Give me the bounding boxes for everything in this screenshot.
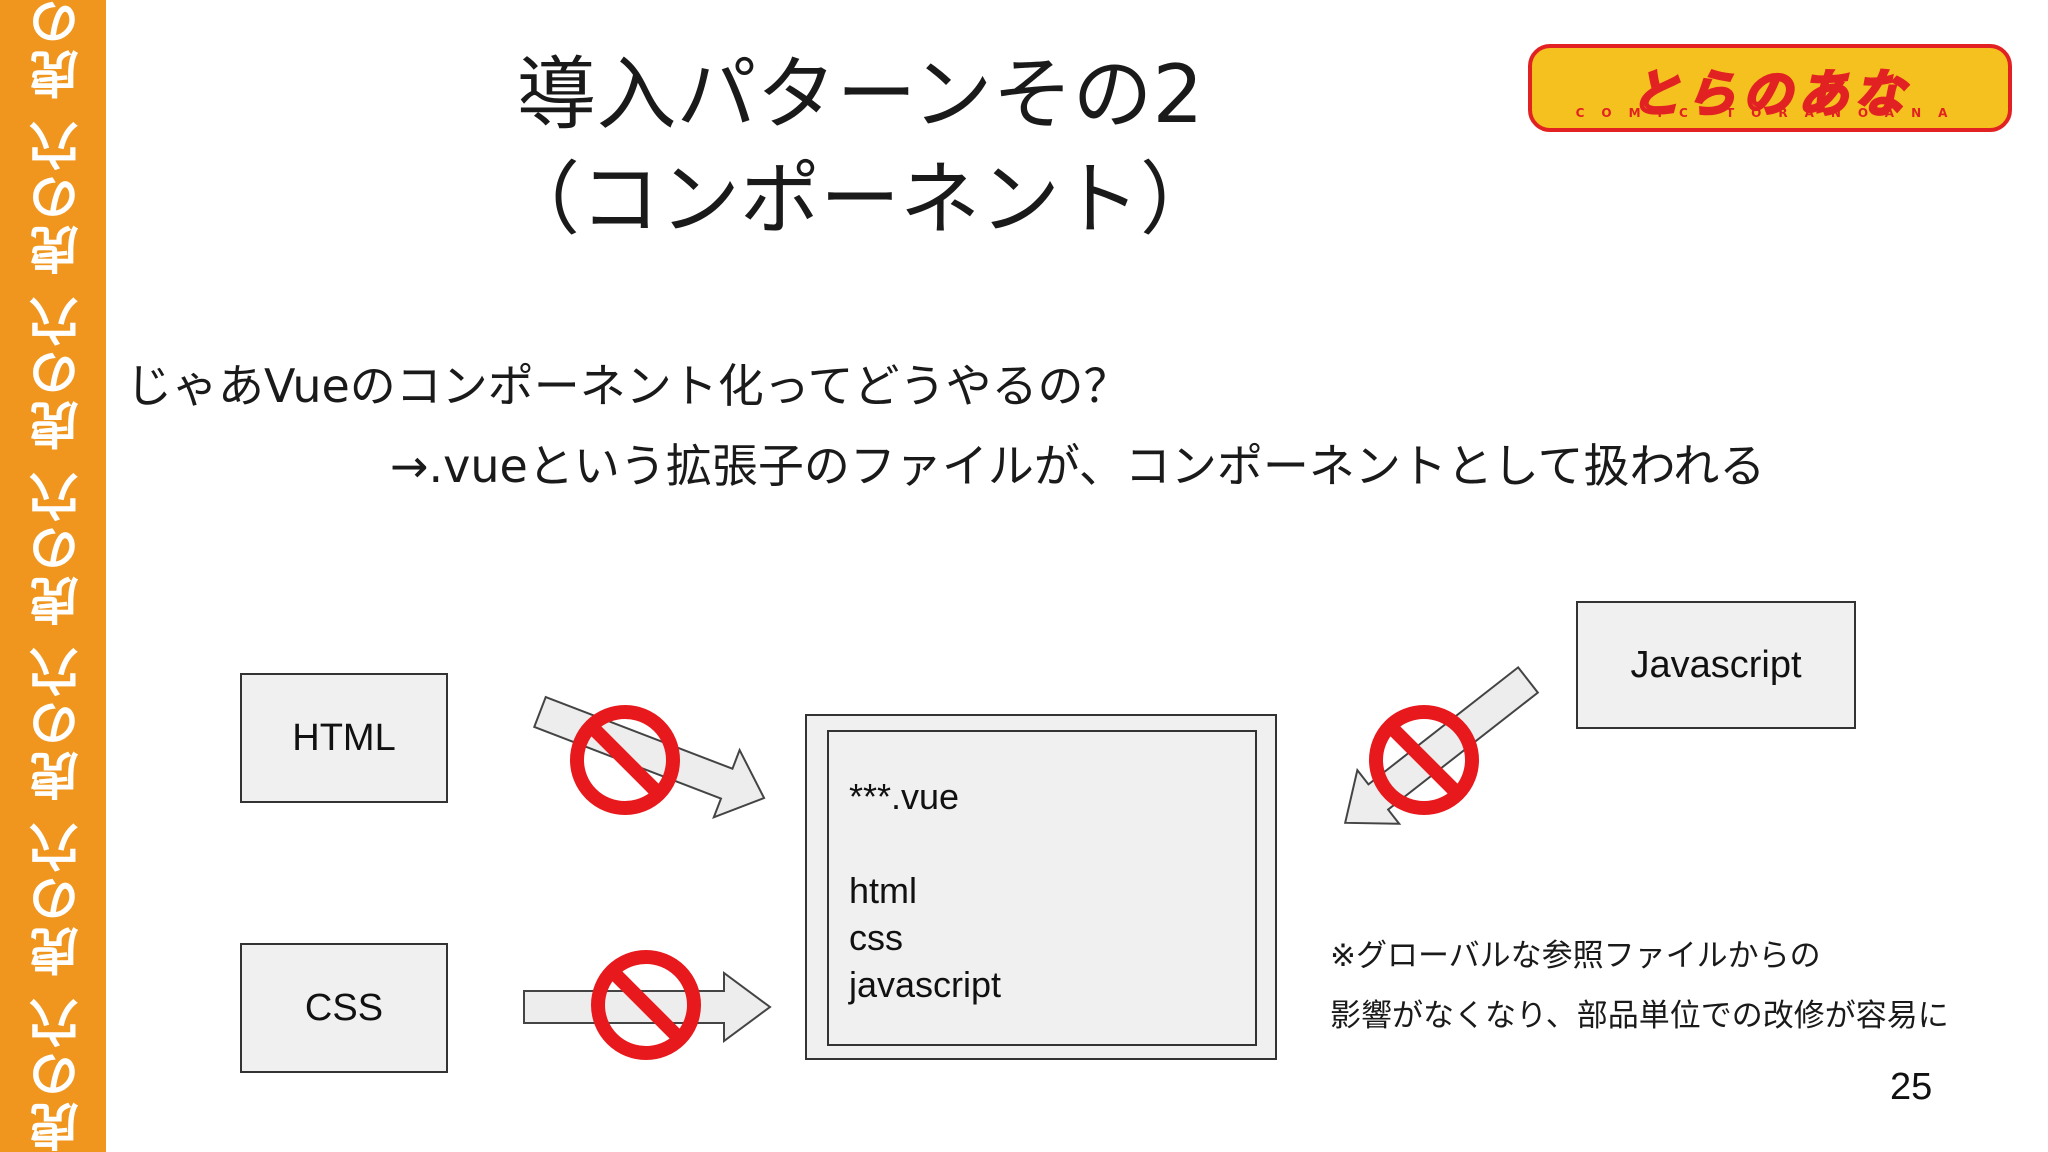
vue-filename: ***.vue bbox=[849, 776, 960, 817]
html-box-label: HTML bbox=[292, 716, 396, 759]
css-box-label: CSS bbox=[304, 986, 384, 1029]
note-line2: 影響がなくなり、部品単位での改修が容易に bbox=[1330, 998, 1949, 1034]
sidebar-banner: 虎の穴 虎の穴 虎の穴 虎の穴 虎の穴 虎の穴 虎の穴 bbox=[0, 0, 106, 1152]
css-box: CSS bbox=[240, 943, 448, 1073]
vue-line-javascript: javascript bbox=[849, 964, 1002, 1005]
javascript-box: Javascript bbox=[1576, 601, 1856, 729]
html-arrow bbox=[532, 695, 766, 820]
answer-text: →.vueという拡張子のファイルが、コンポーネントとして扱われる bbox=[390, 439, 1766, 493]
vue-file-box: ***.vue html css javascript bbox=[805, 714, 1277, 1060]
prohibit-icon-javascript bbox=[1369, 705, 1479, 815]
vue-line-html: html bbox=[849, 870, 918, 911]
toranoana-logo: とらのあな COMIC TORANOANA bbox=[1528, 44, 2012, 132]
logo-sub-text: COMIC TORANOANA bbox=[1575, 106, 1965, 120]
note-line1: ※グローバルな参照ファイルからの bbox=[1330, 938, 1821, 974]
javascript-box-label: Javascript bbox=[1630, 643, 1802, 686]
javascript-arrow bbox=[1343, 665, 1540, 825]
vue-file-inner: ***.vue html css javascript bbox=[827, 730, 1257, 1046]
logo-main-text: とらのあな bbox=[1629, 64, 1910, 125]
slide-title-line2: （コンポーネント） bbox=[500, 153, 1220, 246]
html-box: HTML bbox=[240, 673, 448, 803]
prohibit-icon-css bbox=[591, 950, 701, 1060]
vue-line-css: css bbox=[849, 917, 903, 958]
slide-title-line1: 導入パターンその2 bbox=[516, 48, 1204, 141]
page-number: 25 bbox=[1890, 1066, 1933, 1108]
question-text: じゃあVueのコンポーネント化ってどうやるの？ bbox=[126, 359, 1130, 413]
prohibit-icon-html bbox=[570, 705, 680, 815]
